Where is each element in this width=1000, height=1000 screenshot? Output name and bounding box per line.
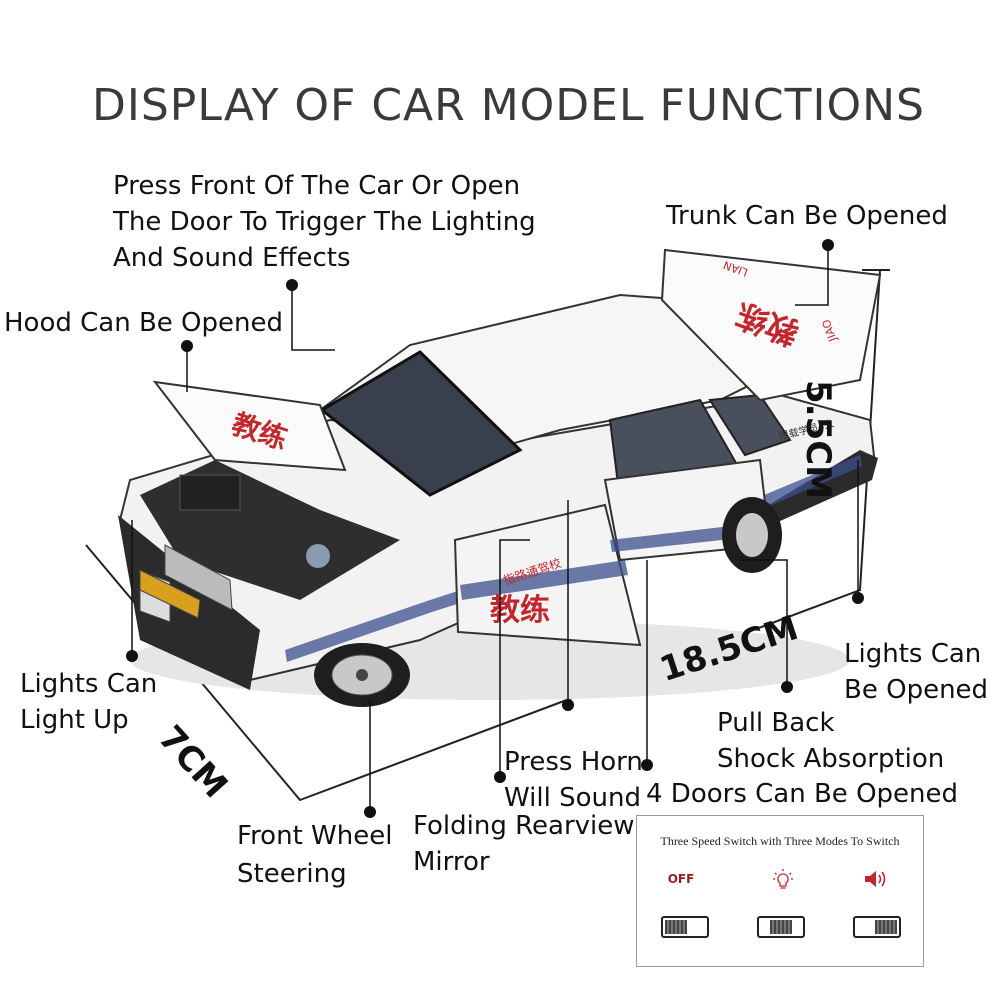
- door-text: 教练: [490, 593, 550, 628]
- page-title: DISPLAY OF CAR MODEL FUNCTIONS: [92, 80, 925, 131]
- switch-light-position[interactable]: [757, 916, 805, 938]
- height-dimension: 5.5CM: [798, 380, 838, 500]
- off-mode-label: OFF: [667, 872, 695, 886]
- lights-up-label-line1: Lights Can: [20, 669, 158, 699]
- lighting-label-line1: Press Front Of The Car Or Open: [113, 171, 521, 201]
- open-trunk: [660, 248, 882, 402]
- callout-lines: [131, 245, 859, 812]
- lighting-label-line2: The Door To Trigger The Lighting: [113, 207, 536, 237]
- lights-open-label-line1: Lights Can: [844, 639, 982, 669]
- steering-label-line2: Steering: [237, 859, 347, 889]
- hood-label: Hood Can Be Opened: [4, 308, 284, 338]
- pullback-label-line2: Shock Absorption: [717, 744, 945, 774]
- speaker-icon: [865, 871, 886, 887]
- horn-label-line1: Press Horn: [504, 747, 643, 777]
- lights-up-label-line2: Light Up: [20, 705, 129, 735]
- trunk-label: Trunk Can Be Opened: [666, 201, 948, 231]
- mirror-label-line1: Folding Rearview: [413, 811, 635, 841]
- switch-sound-position[interactable]: [853, 916, 901, 938]
- mirror-label-line2: Mirror: [413, 847, 490, 877]
- front-wheel: [314, 643, 410, 707]
- callout-dots: [126, 239, 864, 818]
- switch-panel-title: Three Speed Switch with Three Modes To S…: [660, 834, 900, 848]
- horn-label-line2: Will Sound: [504, 783, 641, 813]
- open-hood: [152, 380, 347, 472]
- switch-off-position[interactable]: [661, 916, 709, 938]
- lights-open-label-line2: Be Opened: [844, 675, 989, 705]
- steering-label-line1: Front Wheel: [237, 821, 393, 851]
- pullback-label-line1: Pull Back: [717, 708, 835, 738]
- lighting-label-line3: And Sound Effects: [113, 243, 351, 273]
- rear-wheel: [722, 497, 782, 573]
- bulb-icon: [773, 869, 793, 889]
- switch-panel: Three Speed Switch with Three Modes To S…: [636, 815, 924, 967]
- doors-label: 4 Doors Can Be Opened: [646, 779, 959, 809]
